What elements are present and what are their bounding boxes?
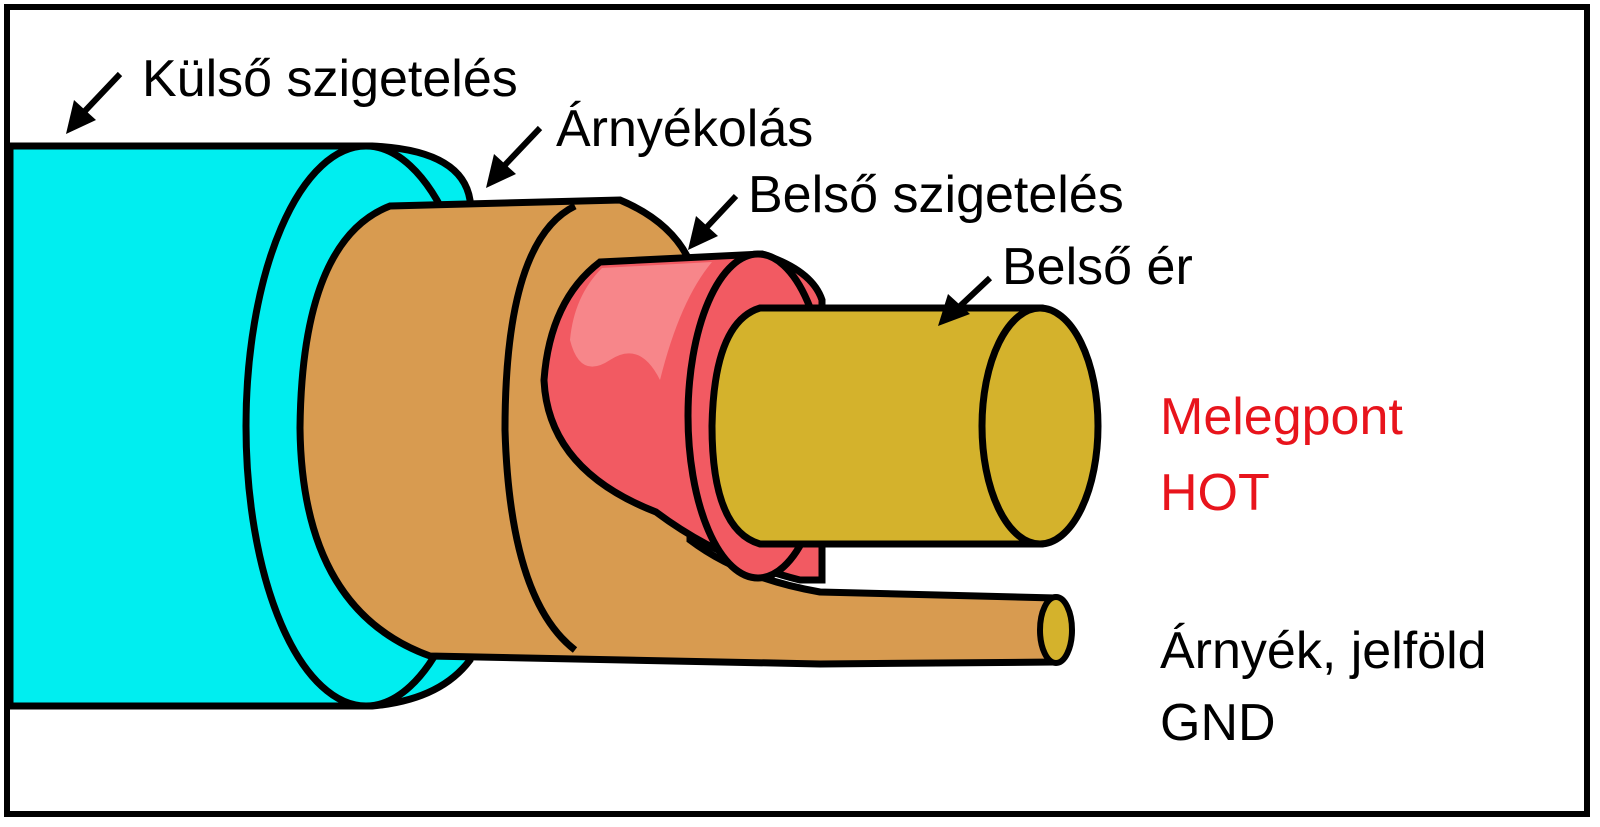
label-outer-insulation: Külső szigetelés <box>142 50 518 108</box>
label-shield: Árnyékolás <box>556 100 813 158</box>
inner-conductor-end <box>978 304 1102 548</box>
label-inner-conductor: Belső ér <box>1002 238 1193 296</box>
label-inner-insulation: Belső szigetelés <box>748 166 1124 224</box>
label-gnd-line2: GND <box>1160 694 1276 752</box>
inner-conductor-shape <box>708 304 1044 548</box>
arrow-shield <box>486 125 543 188</box>
shield-step-line <box>501 202 578 653</box>
arrow-inner-conductor <box>938 275 993 326</box>
arrow-inner-insulation <box>688 193 739 250</box>
arrow-outer-insulation <box>66 71 123 134</box>
inner-insulation-sheen <box>570 262 712 380</box>
label-hot-line1: Melegpont <box>1160 388 1403 446</box>
ground-lead-end <box>1037 594 1075 666</box>
label-gnd-line1: Árnyék, jelföld <box>1160 622 1487 680</box>
label-hot-line2: HOT <box>1160 464 1270 522</box>
